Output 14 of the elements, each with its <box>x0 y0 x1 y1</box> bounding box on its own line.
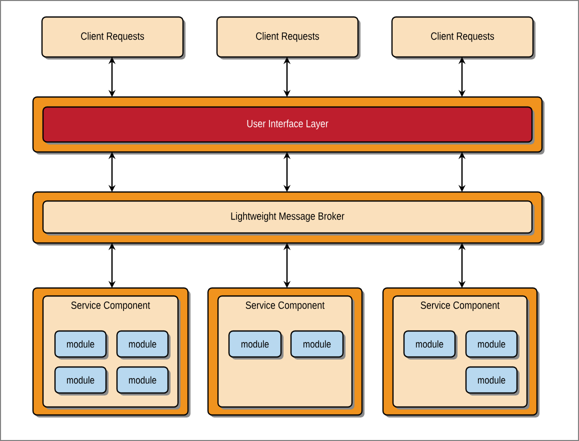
ui-layer-bar: User Interface Layer <box>42 106 534 144</box>
module-box: module <box>228 330 284 360</box>
broker-bar: Lightweight Message Broker <box>42 200 534 236</box>
module-box: module <box>290 330 346 360</box>
module-box: module <box>116 366 170 396</box>
module-box: module <box>54 330 108 360</box>
module-box: module <box>465 330 520 360</box>
module-box: module <box>465 366 520 396</box>
module-box: module <box>54 366 108 396</box>
client-request-box: Client Requests <box>41 16 186 60</box>
module-box: module <box>403 330 458 360</box>
module-box: module <box>116 330 170 360</box>
client-request-box: Client Requests <box>391 16 536 60</box>
client-request-box: Client Requests <box>216 16 360 60</box>
